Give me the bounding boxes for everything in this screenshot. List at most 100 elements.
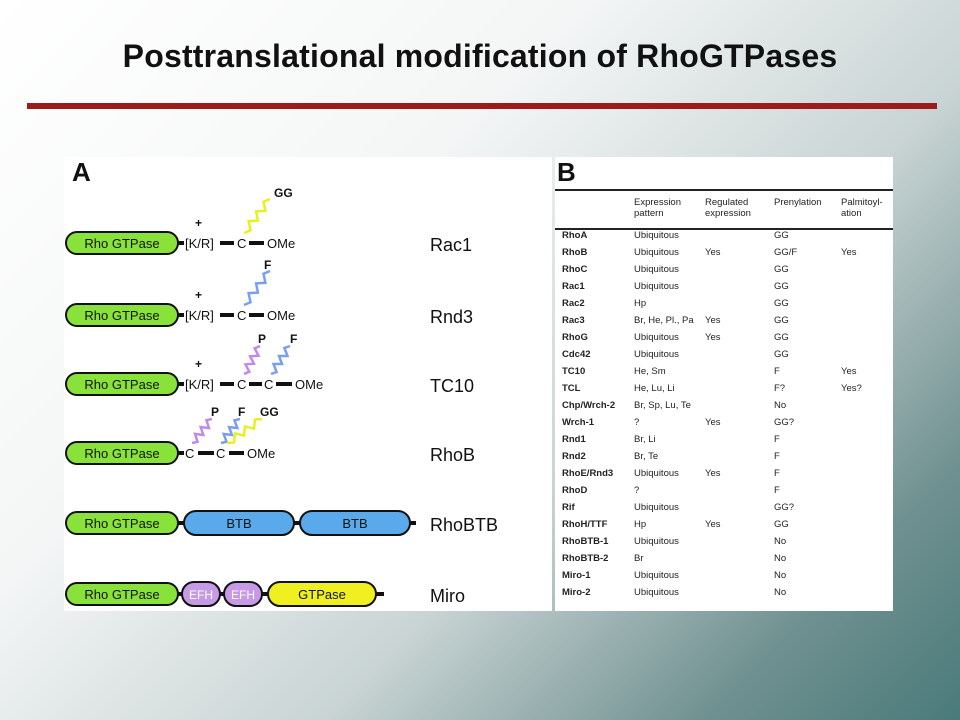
cell-regulated: Yes: [705, 247, 721, 258]
panel-b-letter: B: [557, 157, 576, 187]
page-title: Posttranslational modification of RhoGTP…: [122, 38, 838, 74]
cell-prenylation: GG: [774, 519, 789, 530]
cysteine-label: C: [237, 308, 246, 323]
protein-name-tc10: TC10: [430, 376, 474, 396]
cell-palmitoylation: Yes?: [841, 383, 862, 394]
cell-name: Miro-2: [562, 587, 591, 598]
lipid-chain-gg: [243, 197, 271, 235]
rho-gtpase-label: Rho GTPase: [84, 446, 159, 461]
cell-expression: Ubiquitous: [634, 536, 679, 547]
cell-name: RhoH/TTF: [562, 519, 608, 530]
table-row: Rif Ubiquitous GG?: [555, 500, 893, 517]
cell-expression: ?: [634, 485, 640, 496]
rho-gtpase-label: Rho GTPase: [84, 236, 159, 251]
efh-label: EFH: [189, 588, 213, 602]
btb-label: BTB: [342, 516, 367, 531]
cell-regulated: Yes: [705, 315, 721, 326]
cell-name: Miro-1: [562, 570, 591, 581]
positive-charge-sign: +: [195, 216, 202, 230]
table-row: TCL He, Lu, Li F? Yes?: [555, 381, 893, 398]
lipid-chain-gg: [226, 417, 263, 445]
cell-prenylation: GG: [774, 281, 789, 292]
cell-expression: Br, Sp, Lu, Te: [634, 400, 691, 411]
cell-regulated: Yes: [705, 468, 721, 479]
cell-name: Rac3: [562, 315, 585, 326]
methyl-ester-label: OMe: [267, 236, 295, 251]
cell-expression: Hp: [634, 298, 647, 309]
cell-prenylation: GG?: [774, 417, 795, 428]
cell-prenylation: No: [774, 570, 787, 581]
cell-prenylation: No: [774, 400, 787, 411]
table-row: Rac2 Hp GG: [555, 296, 893, 313]
cell-name: RhoBTB-2: [562, 553, 609, 564]
header-palmitoylation: Palmitoyl- ation: [841, 197, 883, 219]
cell-prenylation: GG: [774, 298, 789, 309]
cell-expression: Br: [634, 553, 644, 564]
cysteine-label: C: [237, 377, 246, 392]
cell-expression: Ubiquitous: [634, 264, 679, 275]
protein-name-rhob: RhoB: [430, 445, 475, 465]
cell-prenylation: GG: [774, 349, 789, 360]
cell-regulated: Yes: [705, 417, 721, 428]
cell-prenylation: GG: [774, 332, 789, 343]
cell-prenylation: No: [774, 536, 787, 547]
cell-prenylation: F: [774, 451, 780, 462]
rho-gtpase-label: Rho GTPase: [84, 587, 159, 602]
cell-expression: Ubiquitous: [634, 332, 679, 343]
panel-a-letter: A: [72, 157, 91, 187]
cell-name: Cdc42: [562, 349, 591, 360]
cell-name: Rnd2: [562, 451, 586, 462]
lipid-chain-f: [270, 344, 291, 376]
cell-palmitoylation: Yes: [841, 366, 857, 377]
table-top-rule: [555, 189, 893, 191]
cell-expression: He, Lu, Li: [634, 383, 675, 394]
cell-name: RhoD: [562, 485, 588, 496]
lipid-label-gg: GG: [274, 186, 293, 200]
cell-prenylation: F: [774, 485, 780, 496]
cell-regulated: Yes: [705, 332, 721, 343]
lipid-label-f: F: [290, 332, 297, 346]
lipid-label-f: F: [264, 258, 271, 272]
cell-prenylation: GG?: [774, 502, 795, 513]
cell-name: Wrch-1: [562, 417, 595, 428]
cell-prenylation: F: [774, 434, 780, 445]
positive-charge-sign: +: [195, 288, 202, 302]
cell-expression: Ubiquitous: [634, 230, 679, 241]
cell-name: Rac2: [562, 298, 585, 309]
cell-name: TCL: [562, 383, 581, 394]
cell-expression: Ubiquitous: [634, 502, 679, 513]
cell-expression: Ubiquitous: [634, 570, 679, 581]
cell-palmitoylation: Yes: [841, 247, 857, 258]
lipid-chain-p: [243, 344, 261, 376]
cysteine-label: C: [237, 236, 246, 251]
panel-b-table: B Expression pattern Regulated expressio…: [555, 157, 893, 611]
kr-motif: [K/R]: [185, 236, 214, 251]
cell-expression: Hp: [634, 519, 647, 530]
lipid-label-f: F: [238, 405, 245, 419]
rho-gtpase-label: Rho GTPase: [84, 308, 159, 323]
header-expression: Expression pattern: [634, 197, 681, 219]
cell-prenylation: F?: [774, 383, 786, 394]
cell-expression: Ubiquitous: [634, 281, 679, 292]
cell-name: Rif: [562, 502, 575, 513]
cell-name: RhoB: [562, 247, 588, 258]
protein-name-rnd3: Rnd3: [430, 307, 473, 327]
cell-expression: Ubiquitous: [634, 247, 679, 258]
positive-charge-sign: +: [195, 357, 202, 371]
kr-motif: [K/R]: [185, 377, 214, 392]
lipid-chain-p: [191, 417, 213, 445]
cysteine-label: C: [185, 446, 194, 461]
